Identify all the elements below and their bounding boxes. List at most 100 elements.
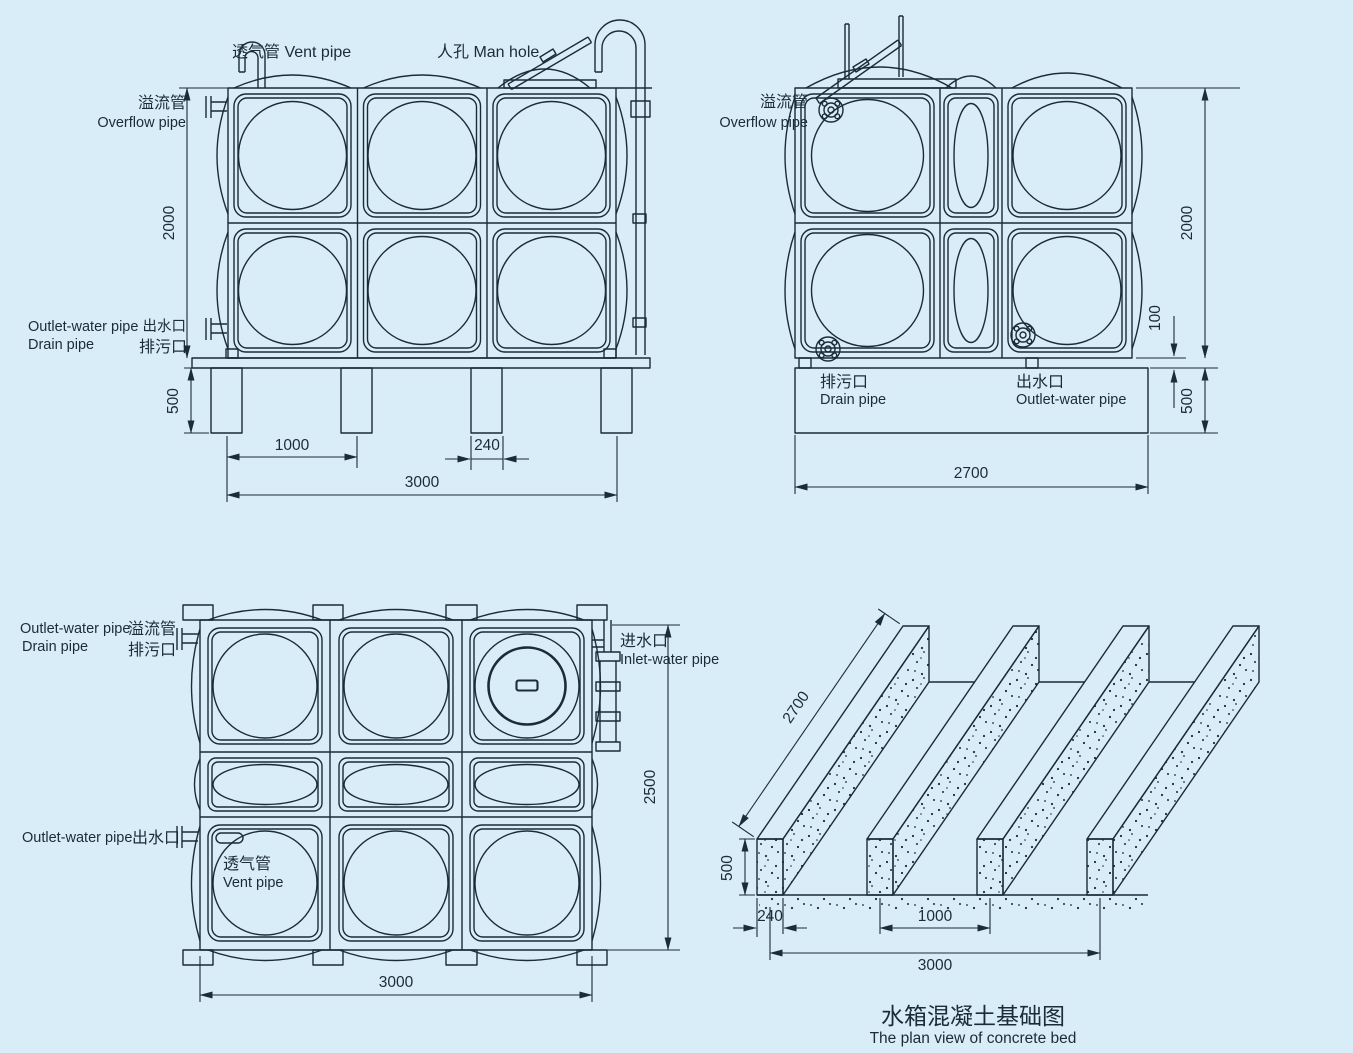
overflow-pipe-label-zh: 溢流管: [138, 94, 186, 112]
dim-text-3000: 3000: [379, 974, 414, 991]
tank-panel: [207, 627, 323, 745]
man-hole-dome: [497, 68, 591, 89]
tank-panel: [469, 824, 585, 942]
dim-text-3000: 3000: [918, 957, 953, 974]
vent-pipe-top: [215, 832, 244, 844]
front-elevation-view: 2000 500 1000 240 3000 透气管 Vent pipe 人孔 …: [28, 19, 652, 502]
dim-text-500: 500: [1179, 388, 1196, 414]
bed-title-zh: 水箱混凝土基础图: [881, 1003, 1065, 1029]
dim-text-1000: 1000: [275, 437, 310, 454]
dim-text-100: 100: [1147, 305, 1164, 331]
tank-panel: [338, 757, 454, 812]
end-plate-arcs: [207, 608, 585, 962]
outlet-label-zh: 出水口: [132, 829, 180, 847]
drain-pipe-label-zh: 排污口: [820, 373, 868, 391]
panel-seams: [795, 88, 1132, 358]
pipe-coupling: [595, 651, 621, 662]
overflow-pipe-label-en: Overflow pipe: [719, 115, 808, 131]
extension-lines: [794, 87, 1240, 494]
tank-panel: [207, 757, 323, 812]
inlet-label-zh: 进水口: [620, 632, 668, 650]
overflow-pipe-label-zh: 溢流管: [760, 93, 808, 111]
seam-tab: [312, 604, 344, 621]
foot-pad: [1025, 357, 1039, 369]
man-hole-collar: [503, 79, 597, 89]
pipe-coupling: [595, 741, 621, 752]
inlet-pipe-assembly: [592, 620, 621, 752]
plan-view-labels: Outlet-water pipe 溢流管 Drain pipe 排污口 进水口…: [20, 620, 719, 891]
front-view-labels: 透气管 Vent pipe 人孔 Man hole 溢流管 Overflow p…: [28, 43, 539, 356]
drain-pipe-label-zh: 排污口: [139, 338, 187, 356]
vent-label-zh: 透气管: [223, 855, 271, 873]
tank-panel: [492, 228, 611, 353]
extension-lines: [199, 624, 680, 1002]
dim-text-500: 500: [719, 855, 736, 881]
side-bulge-arcs: [784, 96, 1143, 350]
vent-label-en: Vent pipe: [223, 875, 283, 891]
vent-pipe-label: 透气管 Vent pipe: [232, 43, 351, 61]
man-hole-handle: [515, 679, 539, 692]
top-bulge-arcs: [233, 74, 481, 89]
outlet-pipe-flange: [1010, 322, 1036, 348]
tank-panel: [1007, 93, 1127, 218]
side-bulge-arcs: [216, 96, 628, 350]
pipe-coupling: [632, 213, 647, 224]
concrete-bed-section: [794, 357, 1149, 434]
bed-title-en: The plan view of concrete bed: [870, 1030, 1077, 1047]
seam-tab: [445, 604, 478, 621]
overflow-down-pipe: [594, 19, 651, 355]
tank-panel: [338, 824, 454, 942]
side-bulge-arcs: [190, 628, 602, 942]
tank-body: [216, 74, 652, 359]
dim-line-2700: [738, 613, 886, 827]
panel-seams: [200, 620, 592, 950]
support-leg: [340, 367, 373, 434]
bed-outline: [794, 367, 1149, 434]
man-hole-collar: [837, 78, 957, 89]
dim-text-240: 240: [474, 437, 500, 454]
drain-pipe-label-en: Drain pipe: [28, 337, 94, 353]
man-hole-lid: [507, 36, 593, 91]
man-hole: [497, 36, 597, 91]
vent-pipe: [238, 41, 266, 88]
corner-tab: [576, 604, 608, 621]
base-and-legs: [191, 348, 651, 434]
base-tab: [225, 348, 239, 359]
overflow-label-en: Outlet-water pipe: [20, 621, 130, 637]
dim-text-1000: 1000: [918, 908, 953, 925]
beam-front-face: [976, 838, 1004, 896]
dim-text-2000: 2000: [161, 205, 178, 240]
outlet-water-pipe-label: Outlet-water pipe 出水口: [28, 318, 186, 335]
corner-tab: [182, 604, 214, 621]
pipe-coupling: [595, 681, 621, 692]
man-hole-label: 人孔 Man hole: [437, 43, 539, 61]
side-view-labels: 溢流管 Overflow pipe 排污口 Drain pipe 出水口 Out…: [719, 93, 1126, 408]
beam-front-face: [756, 838, 784, 896]
top-bulge-arcs: [945, 72, 1123, 89]
corner-tab: [182, 949, 214, 966]
pipe-coupling: [630, 100, 651, 118]
plan-view-dimensions: 2500 3000: [199, 624, 680, 1002]
base-channel: [191, 357, 651, 369]
outlet-pipe-label-zh: 出水口: [1016, 373, 1064, 391]
tank-body: [182, 604, 608, 966]
concrete-bed-view: 2700 500 240 1000 3000 水箱混凝土基础图 The plan…: [719, 608, 1260, 1047]
foot-pad: [798, 357, 812, 369]
seam-tab: [312, 949, 344, 966]
front-view-dimensions: 2000 500 1000 240 3000: [161, 87, 618, 502]
tank-panel: [943, 228, 999, 353]
dim-text-2700: 2700: [780, 688, 814, 726]
overflow-pipe-label-en: Overflow pipe: [97, 115, 186, 131]
tank-panel: [943, 93, 999, 218]
man-hole-lid-handle: [852, 58, 870, 73]
tank-panel: [492, 93, 611, 218]
dim-text-500: 500: [165, 388, 182, 414]
outlet-label-en: Outlet-water pipe: [22, 830, 132, 846]
overflow-label-zh: 溢流管: [128, 620, 176, 638]
pipe-coupling: [632, 317, 647, 328]
tank-panel: [469, 757, 585, 812]
support-leg: [600, 367, 633, 434]
plan-view: 2500 3000 Outlet-water pipe 溢流管 Drain pi…: [20, 604, 719, 1002]
